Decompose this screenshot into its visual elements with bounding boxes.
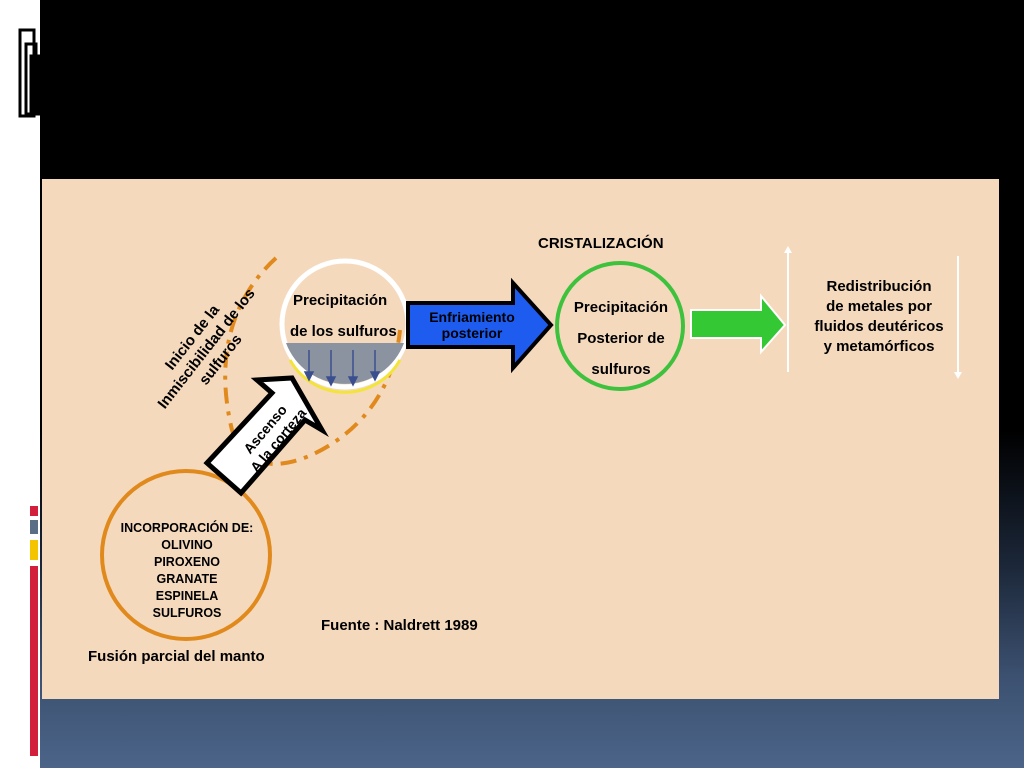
precip2-line1: Precipitación — [573, 299, 669, 316]
enfriamiento-line1: Enfriamiento — [429, 309, 515, 325]
settling-arrows — [303, 350, 381, 387]
incorporacion-label: INCORPORACIÓN DE: OLIVINO PIROXENO GRANA… — [106, 520, 268, 622]
incorporacion-heading: INCORPORACIÓN DE: — [120, 521, 254, 535]
incorporacion-item: OLIVINO — [161, 538, 213, 552]
immiscibility-envelope — [223, 256, 402, 466]
mantle-melting-label: Fusión parcial del manto — [88, 648, 265, 665]
precip1-line2: de los sulfuros — [290, 323, 397, 340]
incorporacion-item: ESPINELA — [155, 589, 219, 603]
redistribucion-line1: Redistribución — [826, 278, 932, 295]
enfriamiento-label: Enfriamiento posterior — [418, 309, 526, 341]
precip2-line3: sulfuros — [591, 361, 651, 378]
precip2-line2: Posterior de — [577, 330, 665, 347]
crystallization-circle — [555, 261, 685, 391]
deco-bar-red-long — [30, 566, 38, 756]
incorporacion-item: SULFUROS — [152, 606, 222, 620]
enfriamiento-line2: posterior — [441, 325, 503, 341]
deco-bar-red — [30, 506, 38, 516]
mantle-circle — [100, 469, 272, 641]
incorporacion-item: PIROXENO — [154, 555, 220, 569]
deco-bar-yellow — [30, 540, 38, 560]
precip1-line1: Precipitación — [293, 292, 388, 309]
redistribucion-label: Redistribución de metales por fluidos de… — [795, 277, 963, 357]
diagram-panel — [42, 179, 999, 699]
ascent-arrow — [203, 375, 329, 497]
redistribucion-line4: y metamórficos — [823, 338, 935, 355]
precip2-label: Precipitación Posterior de sulfuros — [556, 292, 686, 385]
redistribution-arrow — [690, 293, 787, 355]
redistribucion-line3: fluidos deutéricos — [814, 318, 944, 335]
sulfide-pool-rim — [288, 359, 402, 394]
incorporacion-item: GRANATE — [156, 572, 218, 586]
cooling-arrow — [406, 277, 554, 374]
redistribucion-line2: de metales por — [826, 298, 932, 315]
source-citation: Fuente : Naldrett 1989 — [321, 617, 478, 634]
cristalizacion-title: CRISTALIZACIÓN — [538, 235, 664, 252]
deco-bar-gray — [30, 520, 38, 534]
